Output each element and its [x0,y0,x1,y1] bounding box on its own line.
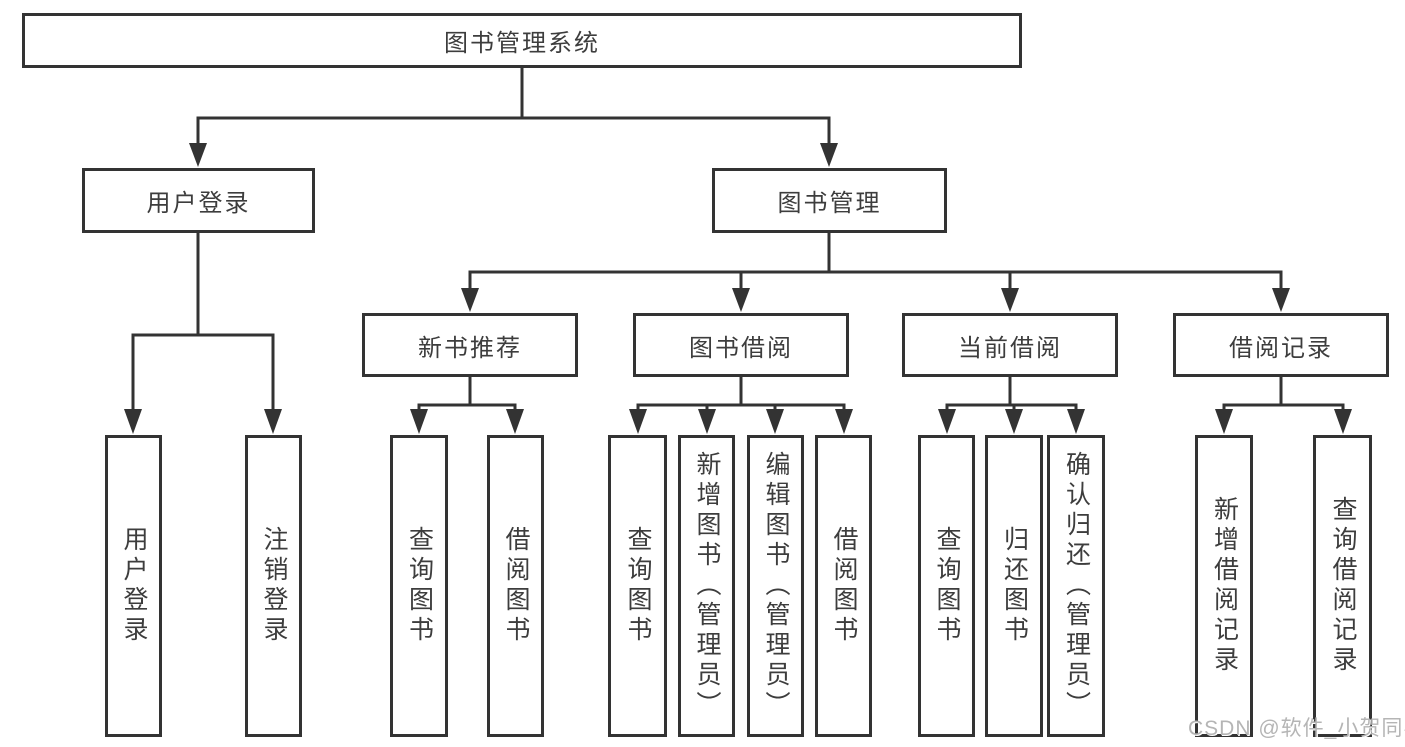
box-current-borrowing-label: 当前借阅 [958,334,1062,362]
leaf-logout-login-label: 注销登录 [260,526,288,646]
box-new-book-recommend: 新书推荐 [362,313,578,377]
leaf-confirm-return-admin-label: 确认归还（管理员） [1062,451,1091,721]
box-current-borrowing: 当前借阅 [902,313,1118,377]
box-borrow-records: 借阅记录 [1173,313,1389,377]
leaf-query-books-newbooks: 查询图书 [390,435,448,737]
root-label: 图书管理系统 [444,30,600,57]
box-new-book-recommend-label: 新书推荐 [418,334,522,362]
leaf-user-login-label: 用户登录 [120,526,148,646]
leaf-logout-login: 注销登录 [245,435,302,737]
leaf-return-books-label: 归还图书 [1000,526,1029,646]
leaf-add-borrow-record-label: 新增借阅记录 [1210,496,1239,676]
leaf-add-books-admin: 新增图书（管理员） [678,435,735,737]
csdn-watermark: CSDN @软件_小贺同学 [1188,717,1405,740]
leaf-edit-books-admin: 编辑图书（管理员） [747,435,804,737]
connector-borrow-records-to-leaves [1215,377,1352,434]
leaf-borrow-books-newbooks: 借阅图书 [487,435,544,737]
leaf-query-books-newbooks-label: 查询图书 [405,526,434,646]
box-book-borrowing-label: 图书借阅 [689,334,793,362]
leaf-user-login: 用户登录 [105,435,162,737]
connector-user-login-to-leaves [124,233,282,434]
leaf-confirm-return-admin: 确认归还（管理员） [1047,435,1105,737]
connector-book-management-to-level3 [461,233,1290,312]
connector-book-borrowing-to-leaves [629,377,853,434]
leaf-return-books: 归还图书 [985,435,1043,737]
leaf-query-borrow-record: 查询借阅记录 [1313,435,1372,737]
box-book-borrowing: 图书借阅 [633,313,849,377]
box-user-login-label: 用户登录 [146,190,251,217]
leaf-add-books-admin-label: 新增图书（管理员） [693,451,721,721]
box-book-management: 图书管理 [712,168,947,233]
connector-new-book-recommend-to-leaves [410,377,524,434]
leaf-borrow-books-borrowing: 借阅图书 [815,435,872,737]
leaf-query-books-current: 查询图书 [918,435,975,737]
box-borrow-records-label: 借阅记录 [1229,334,1333,362]
leaf-edit-books-admin-label: 编辑图书（管理员） [762,451,790,721]
connector-root-to-level2 [189,68,838,167]
leaf-add-borrow-record: 新增借阅记录 [1195,435,1253,737]
box-book-management-label: 图书管理 [777,190,882,217]
box-user-login: 用户登录 [82,168,315,233]
root-box-library-management-system: 图书管理系统 [22,13,1022,68]
leaf-query-books-current-label: 查询图书 [933,526,961,646]
leaf-query-borrow-record-label: 查询借阅记录 [1329,496,1357,676]
leaf-query-books-borrowing-label: 查询图书 [624,526,652,646]
connector-current-borrowing-to-leaves [938,377,1085,434]
leaf-borrow-books-newbooks-label: 借阅图书 [502,526,530,646]
leaf-borrow-books-borrowing-label: 借阅图书 [830,526,858,646]
leaf-query-books-borrowing: 查询图书 [608,435,667,737]
